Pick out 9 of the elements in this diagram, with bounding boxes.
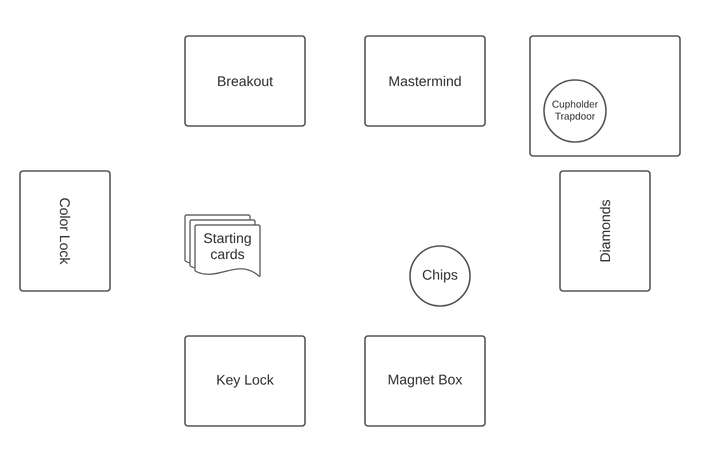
circle-node: Chips bbox=[409, 245, 471, 307]
box bbox=[529, 35, 681, 157]
box: Diamonds bbox=[559, 170, 651, 292]
box: Magnet Box bbox=[364, 335, 486, 427]
circle-node: Cupholder Trapdoor bbox=[543, 79, 607, 143]
box: Key Lock bbox=[184, 335, 306, 427]
box: Mastermind bbox=[364, 35, 486, 127]
box: Breakout bbox=[184, 35, 306, 127]
box: Color Lock bbox=[19, 170, 111, 292]
